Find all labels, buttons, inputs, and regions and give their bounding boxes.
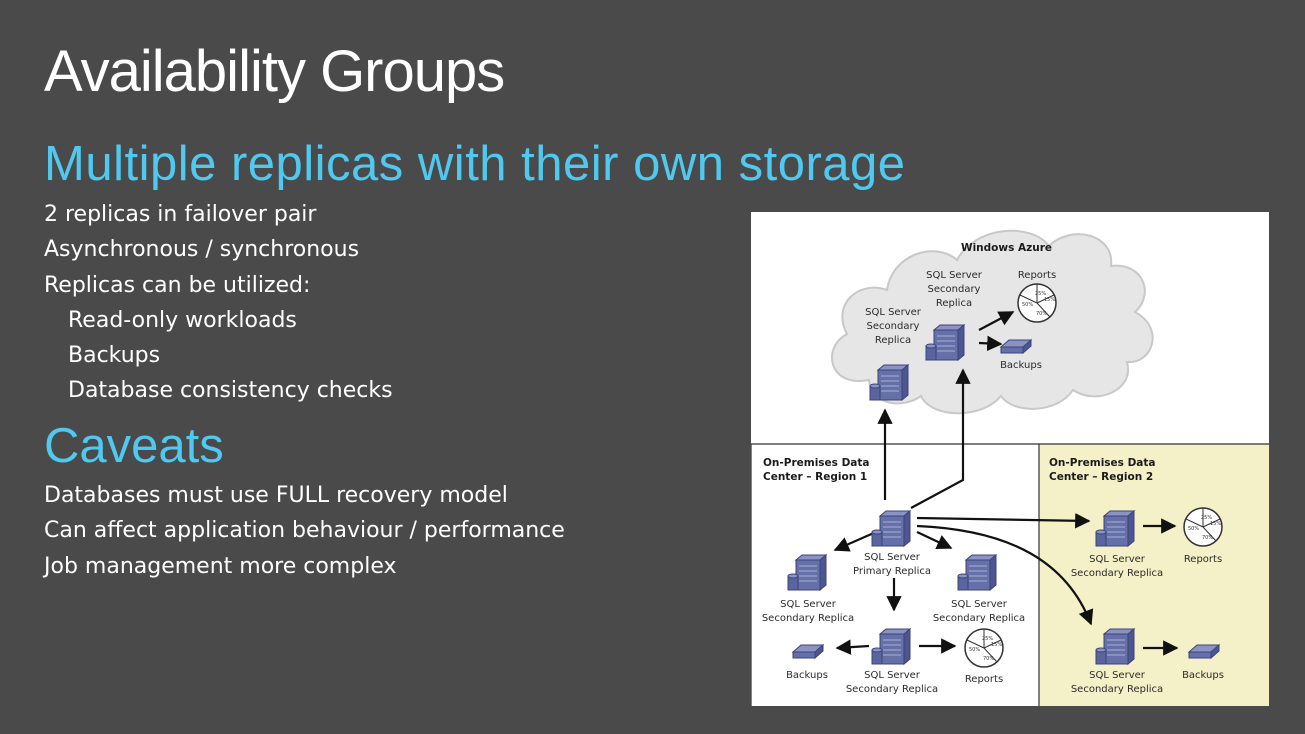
heading-caveats: Caveats bbox=[44, 419, 224, 473]
azure-secondary-b-label-2: Secondary bbox=[928, 284, 981, 295]
replica-bullet-list: 2 replicas in failover pair Asynchronous… bbox=[44, 197, 393, 409]
r2-backups-label: Backups bbox=[1182, 670, 1224, 681]
svg-text:70%: 70% bbox=[1036, 311, 1047, 317]
r2-reports-label: Reports bbox=[1184, 554, 1222, 565]
azure-secondary-a-label-1: SQL Server bbox=[865, 307, 922, 318]
sub-bullet-item: Read-only workloads bbox=[68, 307, 297, 333]
azure-secondary-b-label-3: Replica bbox=[936, 298, 972, 309]
slide-title: Availability Groups bbox=[44, 39, 505, 104]
svg-text:50%: 50% bbox=[969, 647, 980, 653]
svg-text:70%: 70% bbox=[983, 656, 994, 662]
bullet-item: Replicas can be utilized: bbox=[44, 272, 311, 298]
primary-label-1: SQL Server bbox=[864, 552, 921, 563]
sub-bullet-item: Backups bbox=[68, 343, 161, 369]
r1-reports-label: Reports bbox=[965, 674, 1003, 685]
r1-secondary-bottom-label-2: Secondary Replica bbox=[846, 684, 938, 695]
availability-group-diagram: On-Premises Data Center – Region 1 On-Pr… bbox=[751, 212, 1269, 706]
azure-secondary-b-label-1: SQL Server bbox=[926, 270, 983, 281]
bullet-item: Job management more complex bbox=[44, 553, 397, 579]
heading-multiple-replicas: Multiple replicas with their own storage bbox=[44, 137, 906, 191]
azure-secondary-a-label-2: Secondary bbox=[867, 321, 920, 332]
svg-text:25%: 25% bbox=[1201, 515, 1212, 521]
replication-arrows bbox=[833, 311, 1179, 656]
r2-secondary-bottom-label-1: SQL Server bbox=[1089, 670, 1146, 681]
primary-label-2: Primary Replica bbox=[853, 566, 931, 577]
windows-azure-label: Windows Azure bbox=[961, 242, 1052, 254]
svg-text:25%: 25% bbox=[1035, 291, 1046, 297]
svg-text:70%: 70% bbox=[1202, 535, 1213, 541]
caveats-bullet-list: Databases must use FULL recovery model C… bbox=[44, 478, 565, 584]
r2-reports-pie-icon: 25% 15% 50% 70% bbox=[1183, 507, 1223, 547]
r1-secondary-left-label-1: SQL Server bbox=[780, 599, 837, 610]
r1-reports-pie-icon: 25% 15% 50% 70% bbox=[964, 628, 1004, 668]
svg-text:15%: 15% bbox=[991, 642, 1002, 648]
region-2-area bbox=[1039, 444, 1269, 706]
r1-secondary-bottom-label-1: SQL Server bbox=[864, 670, 921, 681]
sub-bullet-item: Database consistency checks bbox=[68, 378, 393, 404]
azure-reports-pie-icon: 25% 15% 50% 70% bbox=[1017, 283, 1057, 323]
region-1-label-line1: On-Premises Data bbox=[763, 457, 869, 469]
svg-text:25%: 25% bbox=[982, 636, 993, 642]
svg-text:50%: 50% bbox=[1188, 526, 1199, 532]
bullet-item: Databases must use FULL recovery model bbox=[44, 483, 508, 508]
region-2-label-line2: Center – Region 2 bbox=[1049, 471, 1153, 483]
r2-secondary-top-label-1: SQL Server bbox=[1089, 554, 1146, 565]
azure-reports-label: Reports bbox=[1018, 270, 1056, 281]
azure-backups-label: Backups bbox=[1000, 360, 1042, 371]
r1-secondary-right-label-1: SQL Server bbox=[951, 599, 1008, 610]
r1-secondary-right-label-2: Secondary Replica bbox=[933, 613, 1025, 624]
r2-secondary-bottom-label-2: Secondary Replica bbox=[1071, 684, 1163, 695]
region-2-label-line1: On-Premises Data bbox=[1049, 457, 1155, 469]
azure-secondary-a-label-3: Replica bbox=[875, 335, 911, 346]
bullet-item: 2 replicas in failover pair bbox=[44, 202, 317, 227]
bullet-item: Can affect application behaviour / perfo… bbox=[44, 518, 565, 544]
svg-text:15%: 15% bbox=[1044, 297, 1055, 303]
r2-secondary-top-label-2: Secondary Replica bbox=[1071, 568, 1163, 579]
r1-secondary-left-label-2: Secondary Replica bbox=[762, 613, 854, 624]
svg-text:15%: 15% bbox=[1210, 521, 1221, 527]
svg-text:50%: 50% bbox=[1022, 302, 1033, 308]
bullet-item: Asynchronous / synchronous bbox=[44, 237, 360, 263]
region-1-label-line2: Center – Region 1 bbox=[763, 471, 867, 483]
r1-backups-label: Backups bbox=[786, 670, 828, 681]
